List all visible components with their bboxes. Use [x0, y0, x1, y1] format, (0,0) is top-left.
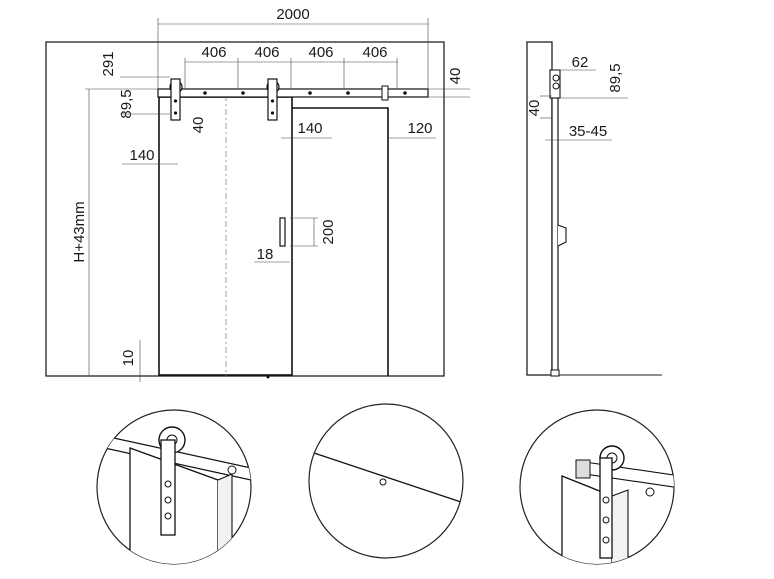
hanger-detail	[96, 409, 252, 565]
dim-120-label: 120	[407, 120, 432, 137]
dim-door-top-gap-label: 40	[190, 117, 207, 134]
side-wall	[526, 41, 553, 376]
dim-291-label: 291	[100, 51, 117, 76]
dim-89-5-label: 89,5	[118, 89, 135, 118]
hanger-left	[169, 78, 183, 121]
side-wheel	[552, 74, 560, 82]
side-wheel-2	[552, 82, 560, 90]
dim-spacing-3: 406	[308, 44, 333, 61]
side-view: 62 89,5 40 35-45	[526, 41, 662, 377]
dim-62-label: 62	[572, 54, 589, 71]
dim-overall-width: 2000	[157, 6, 429, 89]
dim-spacing-2: 406	[254, 44, 279, 61]
floor-guide	[266, 375, 270, 379]
rail-bolts	[203, 91, 407, 95]
side-floor-guide	[550, 369, 560, 377]
dim-rail-height-label: 40	[447, 68, 464, 85]
dim-140-left-label: 140	[129, 147, 154, 164]
dim-side-40-label: 40	[526, 100, 543, 117]
side-handle	[557, 224, 567, 247]
dim-height-label: H+43mm	[71, 201, 88, 262]
wall-opening	[291, 107, 389, 376]
side-door-edge	[551, 95, 559, 376]
floor-guide-detail	[308, 403, 464, 559]
dim-spacings: 406 406 406 406	[184, 44, 398, 89]
end-stop-detail	[519, 409, 675, 565]
dim-2000-label: 2000	[276, 6, 309, 23]
dim-140-right-label: 140	[297, 120, 322, 137]
hanger-right	[266, 78, 280, 121]
front-view: 2000 406 406 406 406 291 89,5 40 40	[45, 6, 470, 382]
dim-handle-width-label: 18	[257, 246, 274, 263]
door-handle	[279, 217, 286, 247]
dim-side-89-label: 89,5	[607, 63, 624, 92]
dim-spacing-1: 406	[201, 44, 226, 61]
rail-end-stop	[381, 85, 389, 101]
door-panel	[158, 96, 293, 376]
dim-floor-gap-label: 10	[120, 350, 137, 367]
dim-spacing-4: 406	[362, 44, 387, 61]
track-rail	[157, 88, 429, 98]
dim-35-45-label: 35-45	[569, 123, 607, 140]
dim-handle-height-label: 200	[320, 219, 337, 244]
